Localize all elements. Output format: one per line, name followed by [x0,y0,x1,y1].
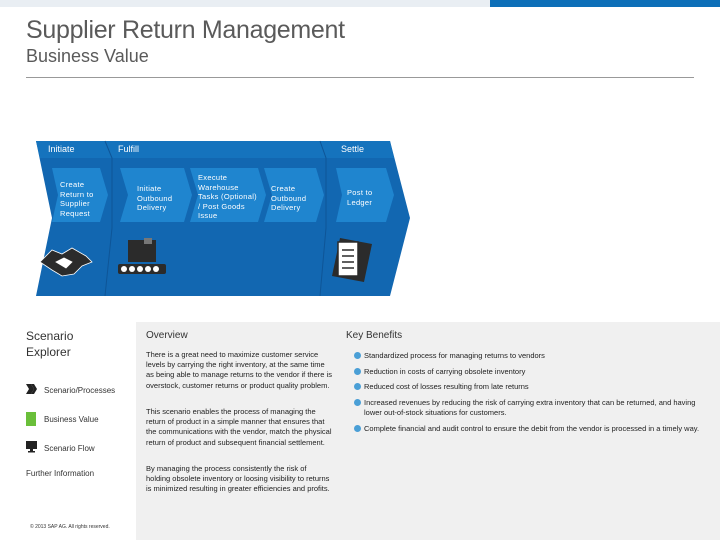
step-chevron-5 [336,168,394,222]
phase-divider-1 [104,140,113,297]
top-accent-bar-light [0,0,490,7]
content-panel [136,322,720,540]
step-chevron-1 [52,168,108,222]
phase-label-initiate: Initiate [48,144,75,154]
process-flow-graphic [36,140,410,297]
bullet-dot-icon [354,399,361,406]
benefit-text: Complete financial and audit control to … [364,424,700,433]
phase-label-settle: Settle [341,144,365,154]
nav-item-further-information[interactable]: Further Information [26,466,94,480]
monitor-icon [26,441,38,455]
top-accent-bar-blue [490,0,720,7]
benefit-text: Standardized process for managing return… [364,351,545,360]
phase-divider-2 [319,140,327,297]
nav-item-scenario-processes[interactable]: Scenario/Processes [26,383,115,397]
nav-item-scenario-flow[interactable]: Scenario Flow [26,441,95,455]
truck-icon [118,238,166,274]
step-label-execute-warehouse-tasks: Execute Warehouse Tasks (Optional) / Pos… [198,173,257,220]
step-label-post-to-ledger: Post to Ledger [347,188,373,207]
nav-item-label: Scenario Flow [44,443,95,453]
phase-label-fulfill: Fulfill [118,144,140,154]
bullet-dot-icon [354,368,361,375]
key-benefits-heading: Key Benefits [346,330,403,341]
handshake-icon [39,247,93,277]
scenario-explorer-panel [0,322,136,540]
page-subtitle: Business Value [26,46,149,66]
copyright-text: © 2013 SAP AG. All rights reserved. [30,524,110,530]
step-label-create-outbound-delivery: Create Outbound Delivery [271,184,307,212]
benefit-item: Complete financial and audit control to … [354,424,706,434]
benefit-text: Increased revenues by reducing the risk … [364,398,696,417]
info-icon [26,466,38,480]
benefit-item: Reduced cost of losses resulting from la… [354,382,706,392]
page-title: Supplier Return Management [26,16,345,44]
nav-item-label: Business Value [44,414,99,424]
benefit-text: Reduction in costs of carrying obsolete … [364,367,526,376]
scenario-explorer-title-line1: Scenario [26,329,74,343]
process-chevron-icon [26,383,38,397]
overview-heading: Overview [146,330,188,341]
step-label-initiate-outbound-delivery: Initiate Outbound Delivery [137,184,173,212]
scenario-explorer-title: Scenario Explorer [26,328,73,360]
ledger-icon [332,238,372,282]
overview-paragraph-3: By managing the process consistently the… [146,464,330,494]
title-divider [26,77,694,78]
overview-paragraph-2: This scenario enables the process of man… [146,407,332,447]
overview-paragraph-1: There is a great need to maximize custom… [146,350,332,390]
green-document-icon [26,412,38,426]
phase-header-strip [36,141,394,158]
step-chevron-3 [190,168,266,222]
bullet-dot-icon [354,352,361,359]
bullet-dot-icon [354,383,361,390]
nav-item-business-value[interactable]: Business Value [26,412,99,426]
top-accent-bar [0,0,720,7]
nav-item-label: Further Information [26,468,95,478]
bullet-dot-icon [354,425,361,432]
benefit-text: Reduced cost of losses resulting from la… [364,382,529,391]
benefit-item: Increased revenues by reducing the risk … [354,398,706,418]
scenario-explorer-title-line2: Explorer [26,345,71,359]
step-label-create-return-request: Create Return to Supplier Request [60,180,94,218]
benefit-item: Reduction in costs of carrying obsolete … [354,367,706,377]
step-chevron-4 [264,168,324,222]
nav-item-label: Scenario/Processes [44,385,116,395]
process-flow: Initiate Fulfill Settle Create Return to… [36,140,410,297]
step-chevron-2 [120,168,192,222]
benefit-item: Standardized process for managing return… [354,351,706,361]
